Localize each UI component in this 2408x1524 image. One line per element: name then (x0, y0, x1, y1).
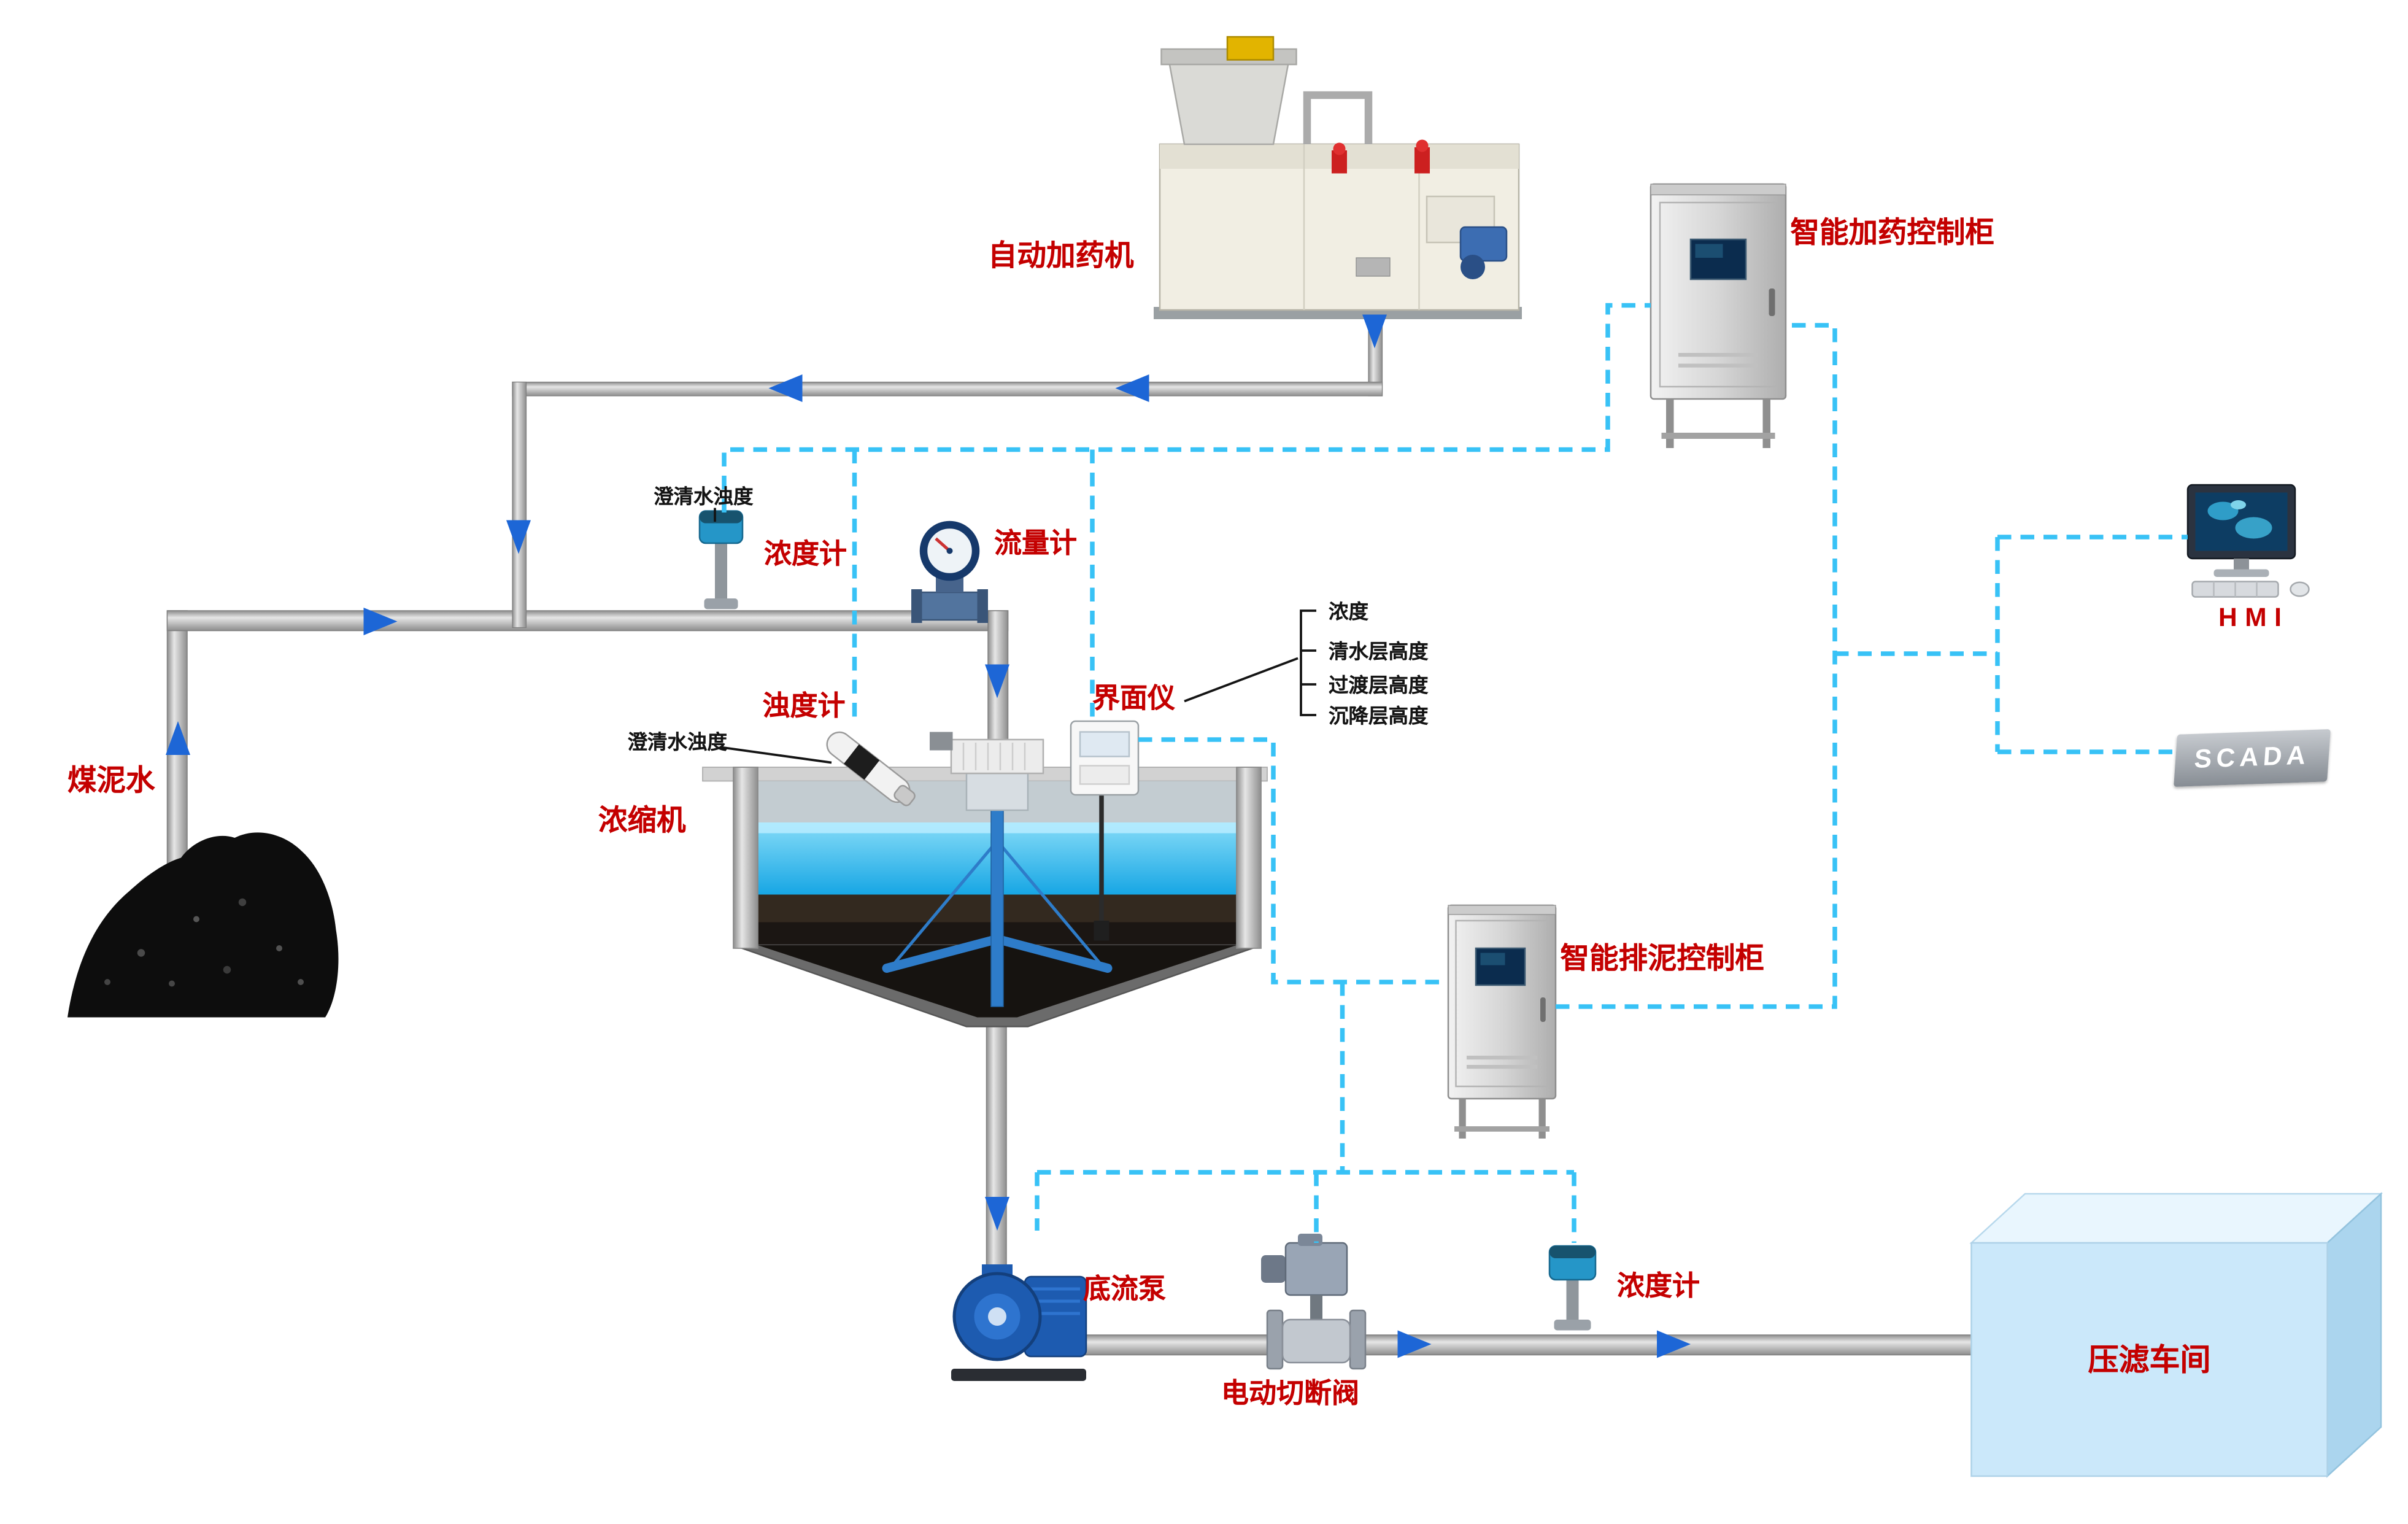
label-param-clear-layer: 清水层高度 (1329, 640, 1429, 663)
hopper-yellow-box (1226, 36, 1275, 61)
interface-meter-device (1070, 720, 1140, 941)
label-interface-meter: 界面仪 (1092, 683, 1175, 714)
arrow-right-icon (363, 608, 398, 635)
annotation-lines (714, 508, 1316, 764)
turbidity-meter-device (826, 731, 916, 806)
thickener-tank-image (702, 732, 1268, 1027)
underflow-pump-device (951, 1264, 1087, 1381)
dosing-machine-image (1154, 36, 1522, 319)
sludge-control-cabinet-image (1447, 904, 1557, 1139)
hmi-computer-icon (2186, 484, 2310, 598)
coal-pile-image (68, 832, 339, 1018)
label-param-transition-layer: 过渡层高度 (1329, 673, 1429, 697)
label-thickener: 浓缩机 (598, 805, 686, 838)
slurry-feed-pipe (166, 610, 1009, 888)
arrow-down-icon (985, 664, 1009, 698)
electric-shutoff-valve-device (1261, 1234, 1367, 1370)
label-underflow-pump: 底流泵 (1083, 1274, 1166, 1304)
mouse-icon (2290, 581, 2310, 597)
interface-params-bracket (1300, 609, 1316, 716)
arrow-down-icon (1362, 314, 1387, 349)
label-clarified-turbidity-mid: 澄清水浊度 (627, 730, 728, 754)
density-meter-top-device (698, 510, 744, 609)
flow-meter-device (911, 520, 988, 623)
leader-interface-bracket (1184, 657, 1299, 703)
dosing-control-cabinet-image (1650, 183, 1787, 448)
label-flow-meter: 流量计 (994, 528, 1077, 559)
underflow-pipe (986, 1012, 1983, 1356)
signal-sludge-to-dosing-cabinet (1556, 323, 1837, 1009)
signal-lines (722, 303, 2188, 1243)
arrow-right-icon (1657, 1330, 1691, 1358)
scada-badge: SCADA (2174, 729, 2331, 787)
label-sludge-cabinet: 智能排泥控制柜 (1560, 943, 1765, 976)
arrow-left-icon (768, 374, 803, 402)
flow-arrows (166, 314, 1691, 1358)
label-scada: SCADA (2193, 740, 2311, 774)
hopper (1168, 60, 1290, 145)
label-param-density: 浓度 (1329, 600, 1369, 623)
arrow-down-icon (985, 1197, 1009, 1231)
filter-press-building (1969, 1192, 2383, 1478)
thickener-drive-unit (930, 732, 1044, 775)
label-density-meter-top: 浓度计 (764, 538, 847, 570)
label-density-meter-bottom: 浓度计 (1617, 1271, 1700, 1301)
label-dosing-cabinet: 智能加药控制柜 (1790, 218, 1995, 250)
arrow-right-icon (1397, 1330, 1432, 1358)
label-coal-slurry: 煤泥水 (68, 765, 155, 798)
rake-mechanism (882, 776, 1113, 1007)
arrow-down-icon (506, 520, 531, 554)
arrow-up-icon (166, 721, 190, 755)
label-hmi: HMI (2218, 603, 2290, 632)
leader-turbidity-mid (720, 746, 832, 764)
signal-dosing-bus (722, 303, 1651, 513)
label-shutoff-valve: 电动切断阀 (1221, 1378, 1359, 1409)
density-meter-bottom-device (1548, 1245, 1597, 1331)
signal-interface-to-sludge-cabinet (1138, 737, 1448, 984)
arrow-left-icon (1115, 374, 1149, 402)
label-turbidity-meter: 浊度计 (762, 690, 846, 721)
label-dosing-machine: 自动加药机 (988, 241, 1134, 273)
label-clarified-turbidity-top: 澄清水浊度 (654, 485, 754, 508)
label-param-settling-layer: 沉降层高度 (1329, 704, 1429, 727)
label-filter-press: 压滤车间 (2088, 1344, 2211, 1378)
